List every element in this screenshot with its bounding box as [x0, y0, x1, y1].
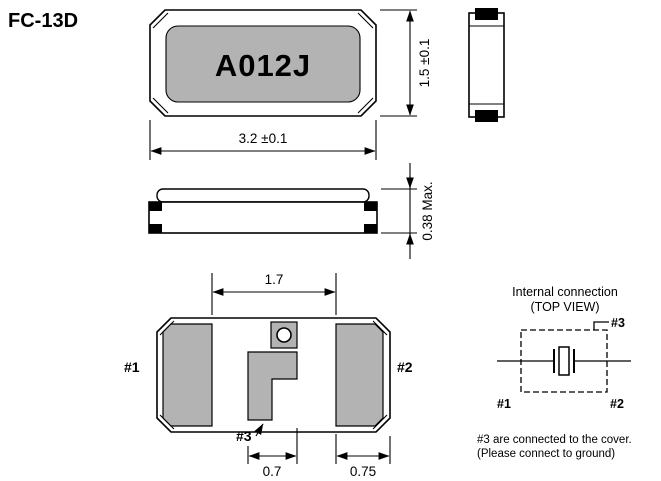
dim-inner-gap: [211, 273, 337, 315]
end-view-terminal-bottom: [475, 110, 498, 122]
pin2-label: #2: [610, 397, 624, 411]
side-view-body: [148, 201, 378, 234]
pad3-circle-mark: [276, 327, 292, 343]
note-line2: (Please connect to ground): [477, 448, 615, 460]
pad1-label: #1: [124, 359, 140, 375]
dim-thickness: [381, 163, 417, 259]
dim-height-label: 1.5 ±0.1: [417, 39, 432, 88]
top-view: A012J: [149, 9, 377, 117]
pad2-shape: [335, 323, 384, 427]
pin1-label: #1: [497, 397, 511, 411]
pad2-label: #2: [397, 359, 413, 375]
notch-line: [152, 12, 169, 29]
internal-connection-subtitle: (TOP VIEW): [531, 300, 600, 314]
dim-width-label: 3.2 ±0.1: [239, 131, 288, 146]
crystal-body: [558, 346, 570, 376]
terminal-block: [364, 202, 377, 211]
notch-line: [372, 414, 388, 430]
pin3-lead-line: [593, 321, 609, 330]
terminal-block: [149, 224, 162, 233]
bottom-view: [156, 317, 391, 433]
notch-line: [372, 320, 388, 336]
side-view: [148, 188, 378, 234]
notch-line: [152, 97, 169, 114]
end-view-body: [468, 12, 505, 118]
pad1-shape: [162, 323, 213, 427]
side-view-lid: [156, 188, 370, 203]
note-line1: #3 are connected to the cover.: [477, 434, 632, 446]
notch-line: [357, 12, 374, 29]
top-view-corner-notches: [152, 12, 374, 114]
dim-pad2-width: [335, 434, 391, 464]
pad3-label: #3: [236, 428, 252, 444]
page-title: FC-13D: [8, 10, 78, 32]
pad3-lshape: [247, 351, 298, 421]
pad3-leader-arrow: [254, 423, 264, 437]
terminal-block: [364, 224, 377, 233]
notch-line: [357, 97, 374, 114]
marking-text: A012J: [215, 48, 311, 83]
dim-pad3-width-label: 0.7: [263, 464, 282, 479]
end-view-terminal-top: [475, 8, 498, 20]
pad3-square: [270, 321, 298, 349]
dim-pad2-width-label: 0.75: [350, 464, 376, 479]
internal-connection: Internal connection (TOP VIEW) #3 #1 #2: [497, 285, 631, 411]
dim-height: [380, 9, 417, 117]
dim-pad3-width: [247, 428, 298, 464]
dim-thickness-label: 0.38 Max.: [420, 181, 435, 240]
crystal-symbol: [497, 346, 631, 376]
top-view-lid: [165, 25, 361, 103]
dim-inner-gap-label: 1.7: [265, 272, 284, 287]
side-view-terminals: [149, 202, 377, 233]
end-view: [468, 8, 505, 122]
pin3-label: #3: [611, 316, 625, 330]
internal-connection-title: Internal connection: [512, 285, 618, 299]
terminal-block: [149, 202, 162, 211]
dim-width: [149, 120, 377, 160]
